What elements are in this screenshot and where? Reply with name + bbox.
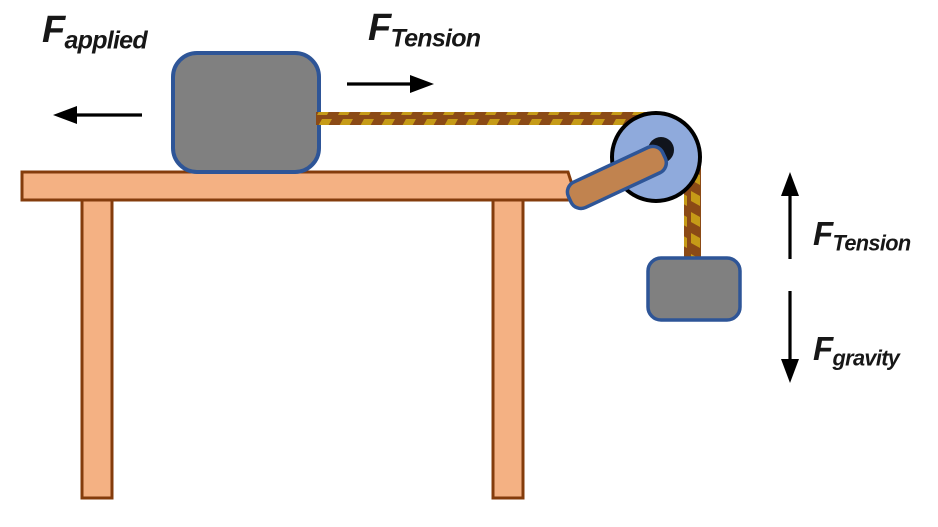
pulley-bracket-arm bbox=[565, 144, 669, 211]
table-top bbox=[20, 170, 580, 202]
label-f-applied-symbol: F bbox=[42, 9, 65, 51]
label-f-gravity-symbol: F bbox=[813, 330, 833, 367]
gravity-arrow-head bbox=[781, 359, 799, 383]
tension-vertical-arrow-head bbox=[781, 172, 799, 196]
gravity-arrow bbox=[781, 291, 799, 383]
label-f-gravity: Fgravity bbox=[813, 330, 900, 371]
label-f-tension-top: FTension bbox=[368, 7, 481, 53]
tension-vertical-arrow bbox=[781, 172, 799, 259]
applied-force-arrow bbox=[53, 106, 142, 124]
label-f-tension-right-symbol: F bbox=[813, 215, 833, 252]
label-f-tension-right-subscript: Tension bbox=[832, 230, 912, 256]
label-f-applied-subscript: applied bbox=[64, 26, 147, 55]
label-f-tension-top-subscript: Tension bbox=[390, 24, 481, 53]
label-f-tension-right: FTension bbox=[813, 215, 912, 256]
hanging-block bbox=[646, 256, 742, 322]
label-f-gravity-subscript: gravity bbox=[832, 345, 900, 371]
label-f-applied: Fapplied bbox=[42, 9, 148, 55]
rope-horizontal bbox=[316, 112, 656, 125]
block-on-table bbox=[171, 51, 321, 174]
table-leg-left bbox=[80, 198, 114, 500]
applied-force-arrow-head bbox=[53, 106, 77, 124]
pulley-bracket bbox=[565, 144, 669, 211]
tension-horizontal-arrow bbox=[347, 75, 434, 93]
tension-horizontal-arrow-head bbox=[410, 75, 434, 93]
label-f-tension-top-symbol: F bbox=[368, 7, 391, 49]
table-leg-right bbox=[491, 198, 525, 500]
